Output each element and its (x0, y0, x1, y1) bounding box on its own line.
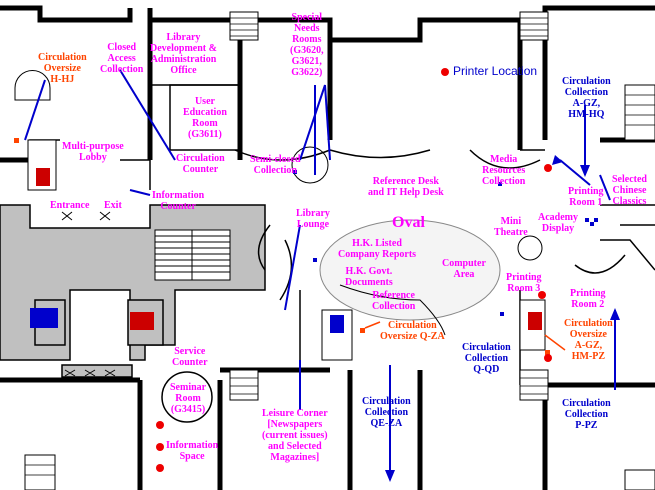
oversize-markers (14, 138, 550, 355)
exit-label: Exit (104, 200, 122, 211)
stair-steps (25, 17, 655, 476)
seminar-room-outline (161, 371, 213, 423)
printer-location-legend: Printer Location (453, 64, 538, 78)
oval-label: Oval (392, 214, 425, 231)
arrow-heads (385, 155, 620, 482)
printer-icon (156, 68, 552, 472)
oval-area (319, 219, 501, 321)
oval-divider (339, 284, 446, 336)
oversize-pointers (364, 321, 566, 351)
hk-govt-label: H.K. Govt.Documents (345, 266, 393, 288)
collection-markers (293, 170, 598, 316)
pointer-lines (24, 69, 616, 480)
entrance-label: Entrance (50, 200, 90, 211)
toilet-icon (30, 168, 542, 333)
entrance-gates (61, 211, 116, 377)
leisure-corner-label: Leisure Corner[Newspapers(current issues… (262, 408, 328, 463)
mini-theatre-outline (517, 235, 543, 261)
reference-desk-curve (291, 146, 329, 184)
walls (0, 5, 655, 490)
stairs-block (154, 229, 231, 281)
